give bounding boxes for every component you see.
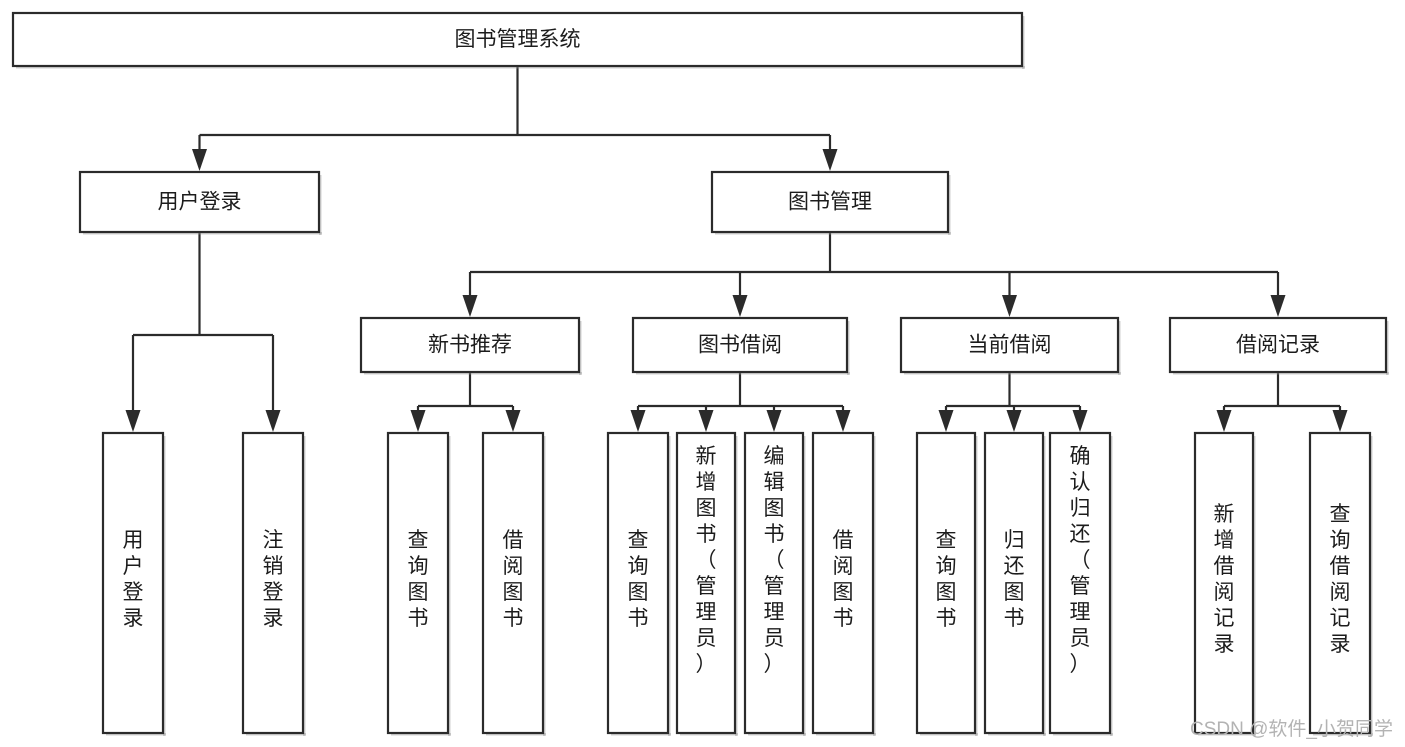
node-box[interactable] (1193, 431, 1255, 735)
node-box[interactable] (386, 431, 450, 735)
node-box[interactable] (811, 431, 875, 735)
arrow-head-icon (125, 410, 141, 432)
node-label: 查询图书 (408, 529, 429, 630)
node-box[interactable] (1308, 431, 1372, 735)
node-leaf10[interactable]: 归还图书 (983, 431, 1046, 736)
connector-group-current (938, 372, 1088, 432)
node-box[interactable] (78, 170, 321, 234)
node-label: 当前借阅 (968, 334, 1052, 357)
node-box[interactable] (915, 431, 977, 735)
node-label: 新书推荐 (428, 334, 512, 357)
arrow-head-icon (1216, 410, 1232, 432)
node-label: 编辑图书（管理员） (764, 445, 785, 676)
connector-group-records (1216, 372, 1348, 432)
arrow-head-icon (1006, 410, 1022, 432)
node-box[interactable] (743, 431, 805, 735)
arrow-head-icon (1072, 410, 1088, 432)
node-label: 归还图书 (1004, 529, 1025, 630)
node-label: 注销登录 (263, 529, 284, 630)
node-leaf8[interactable]: 借阅图书 (811, 431, 876, 736)
node-leaf13[interactable]: 查询借阅记录 (1308, 431, 1373, 736)
arrow-head-icon (835, 410, 851, 432)
node-box[interactable] (710, 170, 950, 234)
arrow-head-icon (505, 410, 521, 432)
node-box[interactable] (631, 316, 849, 374)
node-box[interactable] (899, 316, 1120, 374)
arrow-head-icon (1270, 295, 1286, 317)
node-leaf9[interactable]: 查询图书 (915, 431, 978, 736)
node-box[interactable] (1168, 316, 1388, 374)
node-box[interactable] (481, 431, 545, 735)
arrow-head-icon (698, 410, 714, 432)
node-bookmgmt[interactable]: 图书管理 (710, 170, 951, 235)
node-leaf5[interactable]: 查询图书 (606, 431, 671, 736)
node-label: 新增图书（管理员） (696, 445, 717, 676)
node-label: 查询图书 (936, 529, 957, 630)
node-box[interactable] (241, 431, 305, 735)
node-label: 图书管理 (788, 191, 872, 214)
node-leaf2[interactable]: 注销登录 (241, 431, 306, 736)
connector-layer (125, 66, 1348, 432)
node-label: 借阅记录 (1236, 334, 1320, 357)
node-label: 查询借阅记录 (1330, 503, 1351, 656)
arrow-head-icon (410, 410, 426, 432)
arrow-head-icon (630, 410, 646, 432)
node-box[interactable] (359, 316, 581, 374)
node-label: 用户登录 (123, 529, 144, 630)
node-current[interactable]: 当前借阅 (899, 316, 1121, 375)
node-leaf4[interactable]: 借阅图书 (481, 431, 546, 736)
node-login[interactable]: 用户登录 (78, 170, 322, 235)
connector-group-newbook (410, 372, 521, 432)
node-leaf6[interactable]: 新增图书（管理员） (675, 431, 738, 736)
node-label: 借阅图书 (833, 529, 854, 630)
node-label: 图书借阅 (698, 334, 782, 357)
node-leaf12[interactable]: 新增借阅记录 (1193, 431, 1256, 736)
arrow-head-icon (1002, 295, 1017, 317)
connector-group-root (192, 66, 838, 171)
node-leaf3[interactable]: 查询图书 (386, 431, 451, 736)
arrow-head-icon (766, 410, 782, 432)
node-leaf11[interactable]: 确认归还（管理员） (1048, 431, 1113, 736)
arrow-head-icon (1332, 410, 1348, 432)
node-label: 确认归还（管理员） (1070, 445, 1091, 676)
node-label: 用户登录 (158, 191, 242, 214)
node-box[interactable] (1048, 431, 1112, 735)
node-box[interactable] (11, 11, 1024, 68)
connector-group-borrow (630, 372, 851, 432)
arrow-head-icon (822, 149, 838, 171)
node-layer: 图书管理系统用户登录图书管理新书推荐图书借阅当前借阅借阅记录用户登录注销登录查询… (11, 11, 1389, 736)
arrow-head-icon (938, 410, 954, 432)
node-box[interactable] (675, 431, 737, 735)
node-root[interactable]: 图书管理系统 (11, 11, 1025, 69)
node-leaf1[interactable]: 用户登录 (101, 431, 166, 736)
arrow-head-icon (192, 149, 207, 171)
arrow-head-icon (462, 295, 478, 317)
node-borrow[interactable]: 图书借阅 (631, 316, 850, 375)
connector-group-login (125, 232, 281, 432)
node-box[interactable] (606, 431, 670, 735)
node-records[interactable]: 借阅记录 (1168, 316, 1389, 375)
arrow-head-icon (265, 410, 281, 432)
csdn-watermark: CSDN @软件_小贺同学 (1190, 719, 1393, 740)
arrow-head-icon (732, 295, 748, 317)
node-label: 查询图书 (628, 529, 649, 630)
node-box[interactable] (101, 431, 165, 735)
node-newbook[interactable]: 新书推荐 (359, 316, 582, 375)
node-box[interactable] (983, 431, 1045, 735)
node-label: 借阅图书 (503, 529, 524, 630)
node-leaf7[interactable]: 编辑图书（管理员） (743, 431, 806, 736)
connector-group-bookmgmt (462, 232, 1286, 317)
node-label: 图书管理系统 (455, 28, 581, 51)
node-label: 新增借阅记录 (1214, 503, 1235, 656)
